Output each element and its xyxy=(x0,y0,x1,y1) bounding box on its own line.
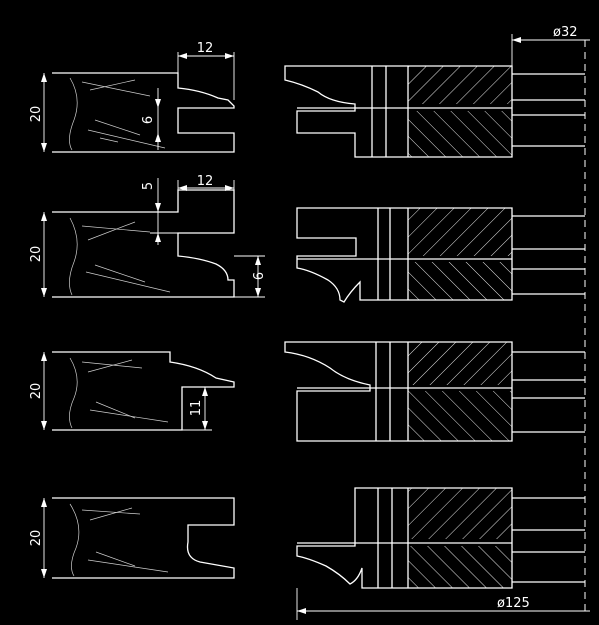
profile-3: 20 11 xyxy=(29,351,235,431)
cutter-section-1 xyxy=(284,65,585,158)
p4-height-label: 20 xyxy=(29,530,44,547)
profile-4: 20 xyxy=(29,497,235,579)
outer-diameter-label: ø125 xyxy=(497,596,530,611)
p3-lip-label: 11 xyxy=(189,400,204,417)
p2-width-label: 12 xyxy=(197,174,214,189)
outer-diameter-dimension: ø125 xyxy=(296,588,590,620)
bore-diameter-label: ø32 xyxy=(553,25,578,40)
cutter-section-2 xyxy=(296,207,585,303)
p2-height-label: 20 xyxy=(29,246,44,263)
profile-2: 20 12 5 9 xyxy=(29,174,265,298)
p1-width-label: 12 xyxy=(197,41,214,56)
p1-groove-label: 6 xyxy=(141,116,156,124)
bore-diameter-dimension: ø32 xyxy=(511,25,590,66)
p3-height-label: 20 xyxy=(29,383,44,400)
cutter-section-4 xyxy=(296,487,585,589)
p2-lip-label: 9 xyxy=(249,272,264,280)
profile-1: 20 12 6 xyxy=(29,41,235,153)
p2-offset-label: 5 xyxy=(141,182,156,190)
cutter-section-3 xyxy=(284,341,585,442)
p1-height-label: 20 xyxy=(29,106,44,123)
